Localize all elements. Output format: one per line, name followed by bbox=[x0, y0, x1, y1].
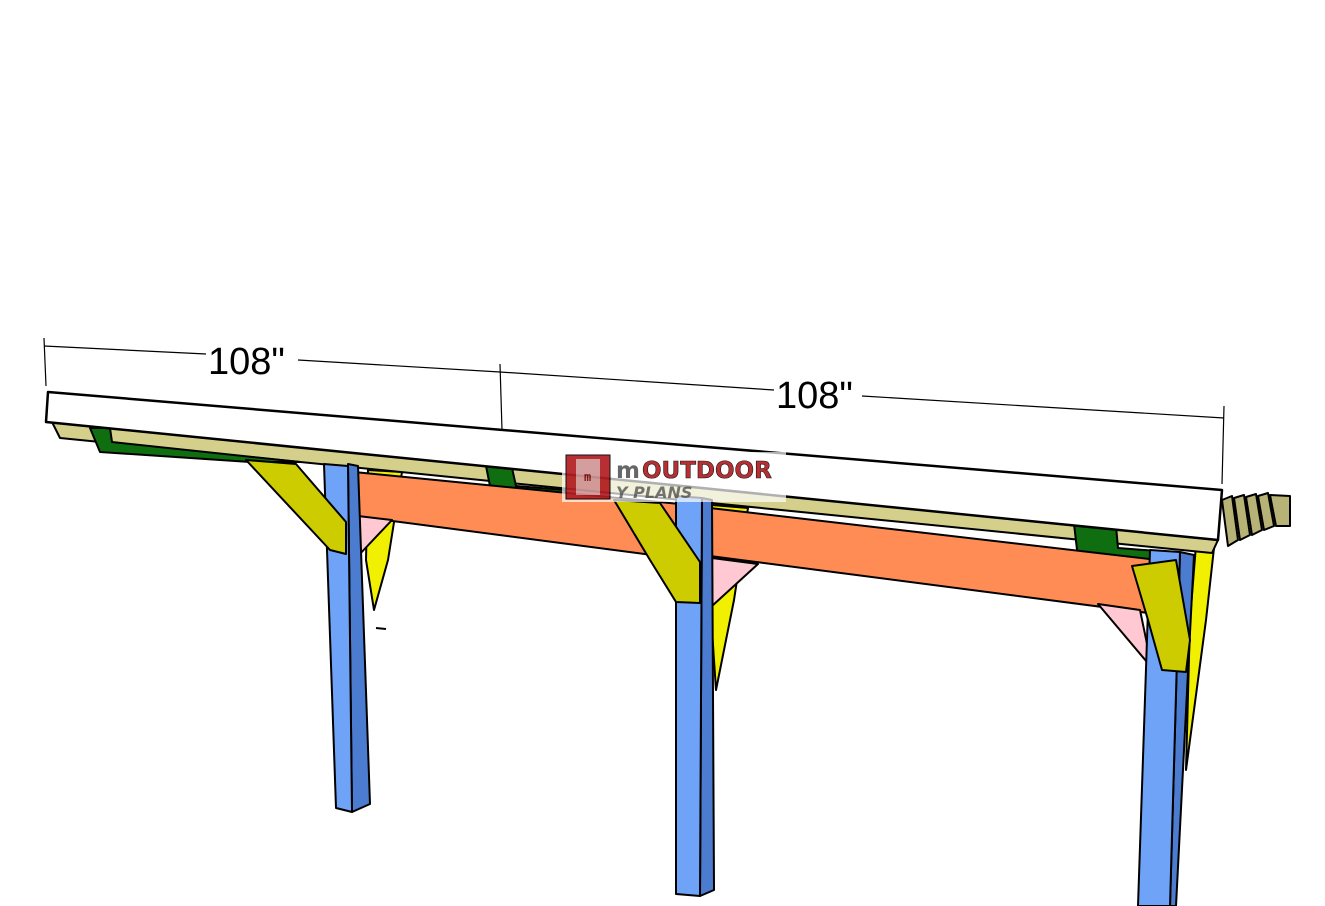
front-braces bbox=[245, 459, 1191, 673]
rafter-end-1 bbox=[1221, 495, 1239, 547]
extension-line-middle bbox=[499, 363, 503, 431]
stray-mark bbox=[375, 627, 387, 630]
dimension-line-right-a bbox=[499, 371, 775, 391]
rafter-end-4 bbox=[1257, 492, 1275, 531]
gussets bbox=[357, 515, 1153, 669]
logo-mark-inner bbox=[576, 459, 600, 495]
logo-brand-initial: m bbox=[616, 458, 640, 484]
brace-middle bbox=[613, 499, 701, 604]
dimension-label-left: 108" bbox=[208, 341, 285, 383]
rafter-end-2 bbox=[1233, 494, 1251, 541]
extension-line-right bbox=[1221, 405, 1225, 485]
rafter-end-3 bbox=[1245, 493, 1263, 536]
dimension-lines bbox=[43, 337, 1225, 485]
extension-line-left bbox=[43, 337, 47, 387]
rafter-end-5 bbox=[1269, 494, 1291, 527]
logo-brand-word: OUTDOOR bbox=[642, 458, 772, 484]
dimension-line-left-b bbox=[297, 359, 501, 373]
brace-right bbox=[1131, 559, 1191, 673]
dimension-label-right: 108" bbox=[776, 375, 853, 417]
dimension-line-right-b bbox=[861, 395, 1225, 419]
brace-left bbox=[245, 459, 347, 555]
logo-brand-sub: Y PLANS bbox=[616, 483, 692, 502]
gusset-right bbox=[1097, 603, 1153, 669]
logo-mark-letter: m bbox=[584, 470, 591, 484]
watermark-logo: m m OUTDOOR Y PLANS bbox=[562, 452, 786, 502]
dimension-line-left-a bbox=[43, 345, 207, 355]
